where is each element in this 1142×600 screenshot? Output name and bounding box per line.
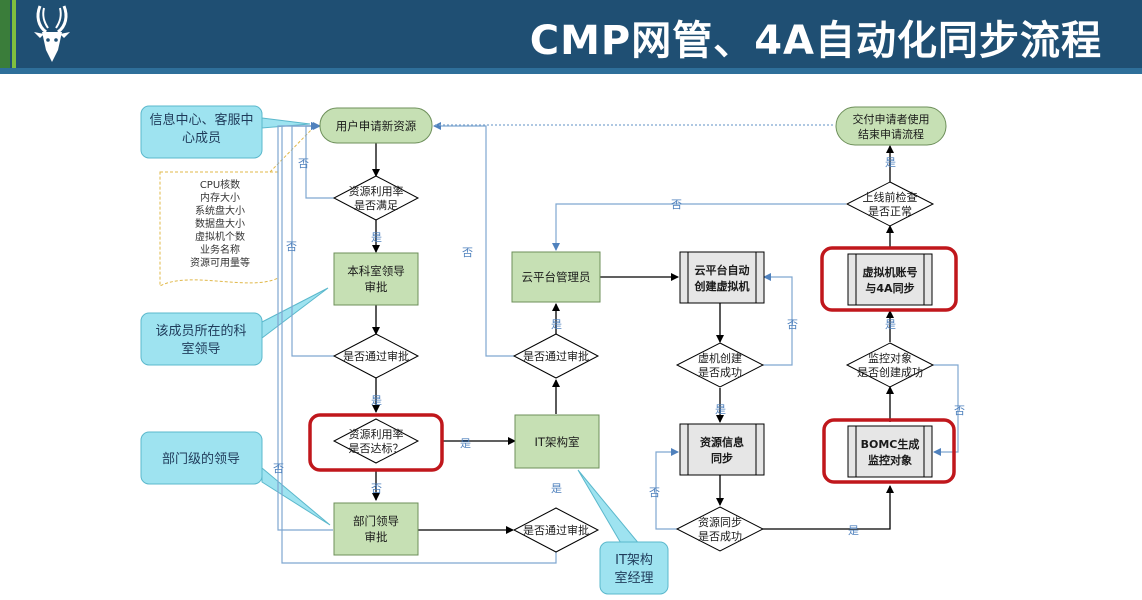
node-start: 用户申请新资源	[319, 107, 433, 144]
decision-sync-ok-text-2: 是否成功	[698, 530, 742, 543]
node-resource-sync: 资源信息 同步	[679, 423, 765, 476]
callout-it-manager: IT架构 室经理	[577, 469, 669, 595]
decision-util-satisfied-text-2: 是否满足	[354, 199, 398, 212]
edge-label-no: 否	[954, 404, 965, 417]
header-bar	[0, 0, 1142, 68]
callout-member-text-1: 该成员所在的科	[155, 323, 246, 339]
header-accent-stripe	[0, 0, 10, 68]
edge-label-yes: 是	[885, 318, 896, 331]
node-section-leader: 本科室领导 审批	[333, 252, 419, 306]
decision-pass-1-text: 是否通过审批	[343, 349, 409, 363]
node-end: 交付申请者使用 结束申请流程	[835, 106, 947, 146]
node-resource-sync-text-1: 资源信息	[700, 435, 744, 449]
edge-label-no: 否	[671, 198, 682, 211]
decision-monitor-ok-text-2: 是否创建成功	[857, 365, 923, 379]
decision-vm-created-text-1: 虚机创建	[698, 351, 742, 365]
edge-label-yes: 是	[371, 231, 382, 244]
node-auto-create-text-1: 云平台自动	[695, 263, 750, 277]
edge-label-no: 否	[462, 246, 473, 259]
edge-label-yes: 是	[885, 156, 896, 169]
callout-info-center-text: 信息中心、客服中心成员	[149, 113, 254, 146]
decision-util-reach: 资源利用率 是否达标？	[308, 413, 444, 472]
decision-sync-ok-text-1: 资源同步	[698, 515, 742, 529]
decision-precheck-text-2: 是否正常	[868, 205, 912, 218]
node-cloud-admin-text: 云平台管理员	[522, 270, 591, 284]
edge-label-yes: 是	[371, 394, 382, 407]
decision-util-reach-text-2: 是否达标？	[349, 441, 404, 455]
node-auto-create: 云平台自动 创建虚拟机	[679, 251, 765, 304]
note-line: 资源可用量等	[190, 256, 250, 269]
note-line: 内存大小	[200, 191, 240, 204]
node-cloud-admin: 云平台管理员	[511, 251, 601, 303]
node-auto-create-text-2: 创建虚拟机	[694, 279, 750, 293]
node-dept-leader: 部门领导 审批	[333, 502, 419, 556]
note-line: 虚拟机个数	[195, 230, 245, 243]
edge-label-yes: 是	[715, 403, 726, 416]
node-account-sync: 虚拟机账号 与4A同步	[820, 246, 958, 312]
node-account-sync-text-2: 与4A同步	[865, 281, 914, 295]
node-bomc: BOMC生成 监控对象	[822, 418, 956, 484]
page-title: CMP网管、4A自动化同步流程	[529, 18, 1102, 64]
node-bomc-text-1: BOMC生成	[861, 437, 920, 451]
node-resource-sync-text-2: 同步	[711, 451, 733, 465]
decision-pass-3-text: 是否通过审批	[523, 523, 589, 537]
node-bomc-text-2: 监控对象	[868, 453, 912, 467]
decision-pass-2-text: 是否通过审批	[523, 349, 589, 363]
decision-util-satisfied-text-1: 资源利用率	[349, 184, 404, 198]
callout-dept-leader-text: 部门级的领导	[162, 451, 240, 467]
edge-label-yes: 是	[848, 524, 859, 537]
decision-monitor-ok: 监控对象 是否创建成功	[845, 342, 935, 388]
decision-pass-1: 是否通过审批	[332, 333, 420, 379]
edge-label-yes: 是	[551, 482, 562, 495]
note-line: 业务名称	[200, 243, 240, 256]
node-dept-leader-text-2: 审批	[365, 530, 388, 544]
callout-it-manager-text-1: IT架构	[615, 553, 653, 568]
decision-precheck: 上线前检查 是否正常	[845, 181, 935, 227]
decision-util-reach-text-1: 资源利用率	[349, 427, 404, 441]
node-section-leader-text-1: 本科室领导	[347, 264, 405, 278]
note-line: 数据盘大小	[195, 217, 245, 230]
edge-label-yes: 是	[551, 318, 562, 331]
node-account-sync-text-1: 虚拟机账号	[863, 265, 918, 279]
node-it-arch: IT架构室	[514, 414, 600, 469]
node-start-text: 用户申请新资源	[336, 119, 417, 133]
decision-monitor-ok-text-1: 监控对象	[868, 351, 912, 365]
node-end-text-2: 结束申请流程	[858, 127, 924, 141]
decision-util-satisfied: 资源利用率 是否满足	[332, 175, 420, 221]
resource-note: CPU核数 内存大小 系统盘大小 数据盘大小 虚拟机个数 业务名称 资源可用量等	[159, 125, 316, 287]
edge-label-no: 否	[298, 157, 309, 170]
callout-member-text-2: 室领导	[181, 341, 220, 357]
decision-vm-created-text-2: 是否成功	[698, 366, 742, 379]
note-line: CPU核数	[200, 178, 240, 191]
edge-label-no: 否	[286, 240, 297, 253]
note-line: 系统盘大小	[195, 204, 245, 217]
header-underline	[0, 68, 1142, 74]
decision-sync-ok: 资源同步 是否成功	[675, 506, 765, 552]
node-it-arch-text: IT架构室	[535, 435, 580, 449]
callout-member: 该成员所在的科 室领导	[140, 287, 329, 366]
callout-it-manager-text-2: 室经理	[614, 570, 653, 586]
antelope-logo-icon	[34, 5, 70, 62]
edge-label-no: 否	[787, 318, 798, 331]
decision-precheck-text-1: 上线前检查	[863, 190, 918, 204]
edge-label-yes: 是	[460, 437, 471, 450]
node-dept-leader-text-1: 部门领导	[353, 514, 399, 528]
node-end-text-1: 交付申请者使用	[853, 112, 930, 126]
decision-pass-2: 是否通过审批	[512, 333, 600, 379]
decision-vm-created: 虚机创建 是否成功	[675, 342, 765, 388]
callout-info-center: 信息中心、客服中心成员	[140, 105, 311, 159]
decision-pass-3: 是否通过审批	[512, 507, 600, 553]
edge-label-no: 否	[371, 482, 382, 495]
edge-label-no: 否	[649, 486, 660, 499]
callout-dept-leader: 部门级的领导	[140, 431, 331, 526]
edge-label-no: 否	[273, 462, 284, 475]
node-section-leader-text-2: 审批	[365, 280, 388, 294]
header-accent-stripe-light	[12, 0, 16, 68]
